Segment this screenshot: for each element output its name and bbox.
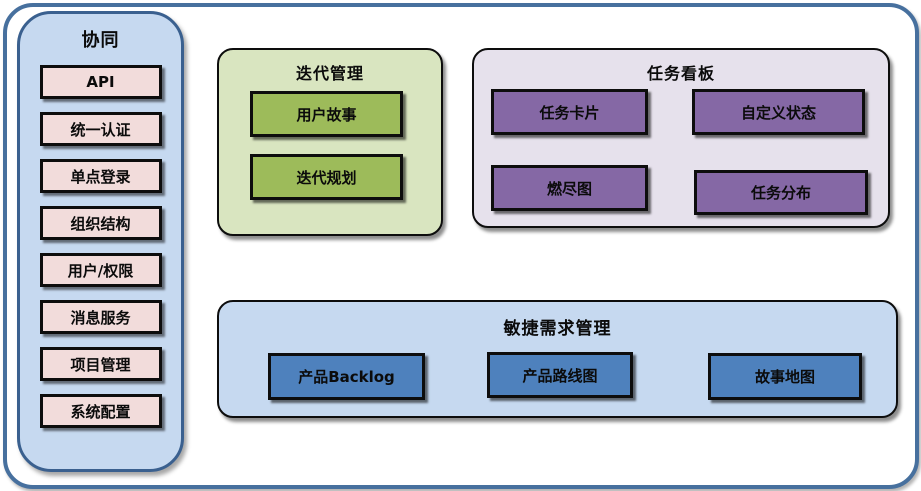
feature-box-product-roadmap: 产品路线图 [487,352,633,398]
task-board-title: 任务看板 [646,64,715,83]
feature-box-api: API [39,65,162,99]
feature-box-project-management: 项目管理 [39,347,162,381]
feature-box-org-structure: 组织结构 [39,206,162,240]
task-board-group: 任务看板 任务卡片 自定义状态 燃尽图 任务分布 [472,48,890,228]
agile-requirements-group: 敏捷需求管理 产品Backlog 产品路线图 故事地图 [217,300,898,418]
feature-box-iteration-planning: 迭代规划 [250,154,403,200]
feature-box-sso: 单点登录 [39,159,162,193]
iteration-management-group: 迭代管理 用户故事 迭代规划 [217,48,443,236]
feature-box-task-distribution: 任务分布 [694,170,868,215]
collaboration-group: 协同 API 统一认证 单点登录 组织结构 用户/权限 消息服务 项目管理 系统… [17,11,184,472]
feature-box-unified-auth: 统一认证 [39,112,162,146]
feature-box-user-permissions: 用户/权限 [39,253,162,287]
feature-box-story-map: 故事地图 [708,353,862,400]
feature-box-custom-status: 自定义状态 [692,89,865,135]
feature-box-system-config: 系统配置 [39,394,162,428]
agile-requirements-title: 敏捷需求管理 [503,319,612,339]
collaboration-group-title: 协同 [81,30,120,51]
feature-box-message-service: 消息服务 [39,300,162,334]
iteration-management-title: 迭代管理 [295,64,364,83]
feature-box-product-backlog: 产品Backlog [268,353,425,400]
feature-box-user-story: 用户故事 [250,91,403,137]
feature-box-task-card: 任务卡片 [491,89,648,135]
feature-box-burndown-chart: 燃尽图 [491,165,648,211]
